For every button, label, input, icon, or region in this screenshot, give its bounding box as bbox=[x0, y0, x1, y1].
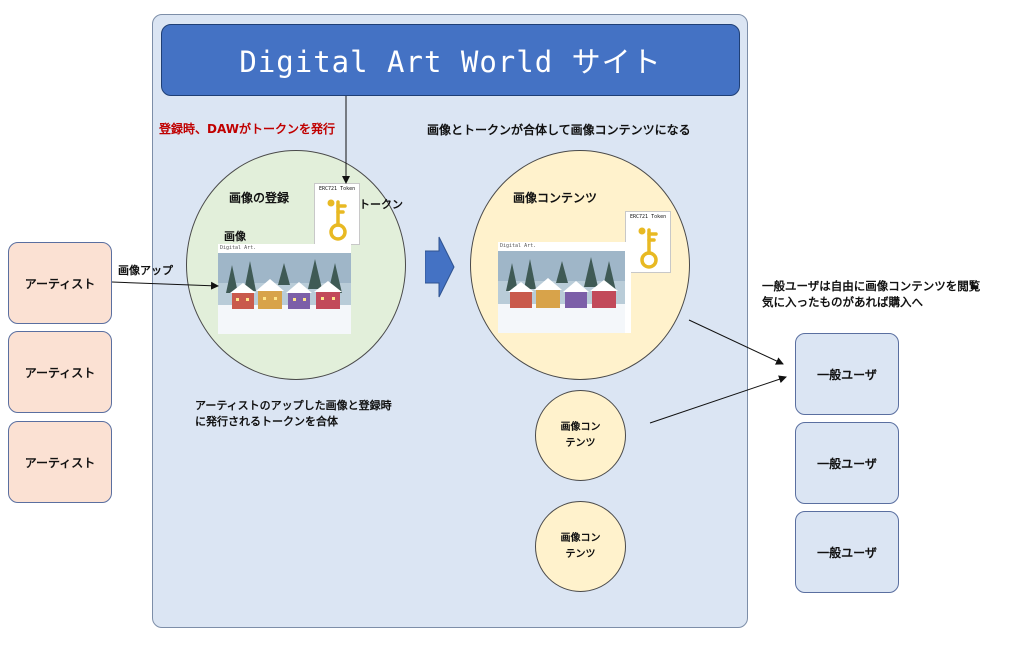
general-user-label: 一般ユーザ bbox=[817, 456, 877, 471]
content-image: Digital Art. bbox=[498, 242, 631, 333]
artist-label: アーティスト bbox=[24, 276, 96, 291]
artist-box: アーティスト bbox=[8, 421, 112, 503]
token-card: ERC721 Token bbox=[314, 183, 360, 245]
site-header: Digital Art World サイト bbox=[161, 24, 740, 96]
general-user-box: 一般ユーザ bbox=[795, 511, 899, 593]
artist-box: アーティスト bbox=[8, 242, 112, 324]
general-user-box: 一般ユーザ bbox=[795, 333, 899, 415]
image-registration-label: 画像の登録 bbox=[229, 191, 290, 205]
user-note: 一般ユーザは自由に画像コンテンツを閲覧 気に入ったものがあれば購入へ bbox=[762, 278, 980, 310]
small-content-circle: 画像コン テンツ bbox=[535, 390, 626, 481]
image-upload-label: 画像アップ bbox=[118, 264, 173, 277]
general-user-box: 一般ユーザ bbox=[795, 422, 899, 504]
right-arrow-icon bbox=[425, 236, 455, 298]
small-content-line1: 画像コン bbox=[560, 532, 601, 544]
key-icon bbox=[327, 199, 347, 241]
image-label: 画像 bbox=[224, 230, 246, 243]
winter-village-picture bbox=[218, 253, 351, 334]
user-note-line1: 一般ユーザは自由に画像コンテンツを閲覧 bbox=[762, 279, 981, 293]
artist-label: アーティスト bbox=[24, 455, 96, 470]
uploaded-image: Digital Art. bbox=[218, 244, 351, 334]
artist-label: アーティスト bbox=[24, 365, 96, 380]
key-icon bbox=[638, 227, 658, 269]
small-content-circle: 画像コン テンツ bbox=[535, 501, 626, 592]
general-user-label: 一般ユーザ bbox=[817, 367, 877, 382]
token-label: トークン bbox=[359, 198, 403, 211]
artist-merge-note-line1: アーティストのアップした画像と登録時 bbox=[195, 399, 392, 412]
picture-caption: Digital Art. bbox=[500, 243, 537, 249]
token-card: ERC721 Token bbox=[625, 211, 671, 273]
small-content-line1: 画像コン bbox=[560, 421, 601, 433]
merge-note: 画像とトークンが合体して画像コンテンツになる bbox=[427, 123, 691, 137]
picture-caption: Digital Art. bbox=[220, 245, 257, 251]
winter-village-picture bbox=[498, 251, 625, 333]
small-content-line2: テンツ bbox=[565, 548, 596, 560]
registration-note: 登録時、DAWがトークンを発行 bbox=[159, 122, 335, 136]
artist-merge-note-line2: に発行されるトークンを合体 bbox=[195, 415, 338, 428]
token-card-caption: ERC721 Token bbox=[630, 214, 667, 220]
image-content-label: 画像コンテンツ bbox=[513, 191, 598, 205]
user-note-line2: 気に入ったものがあれば購入へ bbox=[762, 295, 923, 309]
artist-merge-note: アーティストのアップした画像と登録時 に発行されるトークンを合体 bbox=[195, 398, 392, 430]
token-card-caption: ERC721 Token bbox=[319, 186, 356, 192]
general-user-label: 一般ユーザ bbox=[817, 545, 877, 560]
site-title: Digital Art World サイト bbox=[239, 45, 662, 79]
small-content-line2: テンツ bbox=[565, 437, 596, 449]
artist-box: アーティスト bbox=[8, 331, 112, 413]
